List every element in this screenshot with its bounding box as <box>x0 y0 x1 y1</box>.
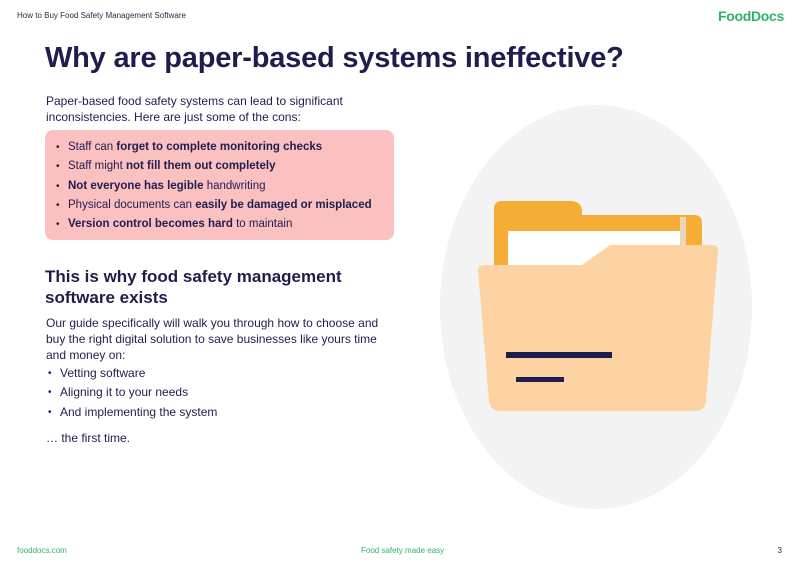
list-item: Vetting software <box>48 364 217 384</box>
folder-front <box>478 245 719 411</box>
footer-website: fooddocs.com <box>17 546 67 555</box>
cons-list: Staff can forget to complete monitoring … <box>56 138 394 235</box>
guide-text: Our guide specifically will walk you thr… <box>46 316 379 362</box>
intro-text: Paper-based food safety systems can lead… <box>46 94 343 124</box>
closing-text: … the first time. <box>46 431 131 445</box>
footer-tagline: Food safety made easy <box>361 546 445 555</box>
list-item: Physical documents can easily be damaged… <box>56 196 394 216</box>
page-number: 3 <box>777 546 782 555</box>
folder-illustration <box>440 105 752 509</box>
list-item: Not everyone has legible handwriting <box>56 177 394 197</box>
brand-logo: FoodDocs <box>717 8 784 24</box>
list-item: Aligning it to your needs <box>48 383 217 403</box>
steps-list: Vetting software Aligning it to your nee… <box>48 364 217 422</box>
list-item: Staff might not fill them out completely <box>56 157 394 177</box>
section-title: This is why food safety management softw… <box>45 267 342 307</box>
cons-box: Staff can forget to complete monitoring … <box>45 130 394 240</box>
folder-line <box>506 352 612 358</box>
document-title: How to Buy Food Safety Management Softwa… <box>17 11 186 20</box>
page-title: Why are paper-based systems ineffective? <box>45 42 624 74</box>
list-item: Version control becomes hard to maintain <box>56 215 394 235</box>
list-item: Staff can forget to complete monitoring … <box>56 138 394 158</box>
list-item: And implementing the system <box>48 403 217 423</box>
folder-line <box>516 377 564 382</box>
folder-icon <box>478 201 719 411</box>
